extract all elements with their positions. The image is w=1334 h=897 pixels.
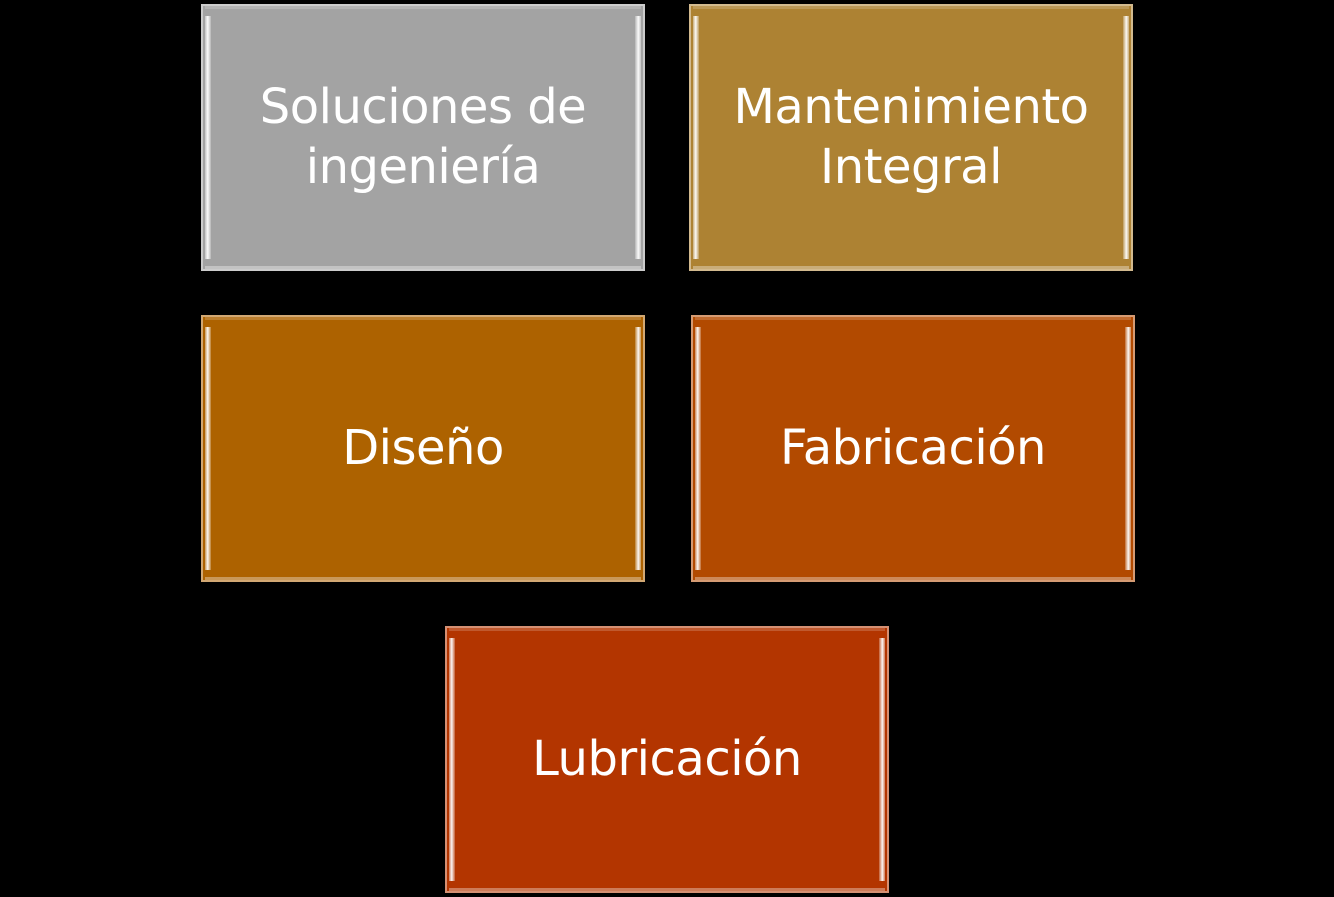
box-label: Mantenimiento Integral [733, 78, 1089, 195]
box-label: Diseño [342, 419, 504, 476]
bevel-top [205, 6, 641, 9]
box-diseno: Diseño [201, 315, 645, 582]
bevel-top [695, 317, 1131, 320]
box-fabricacion: Fabricación [691, 315, 1135, 582]
box-lubricacion: Lubricación [445, 626, 889, 893]
box-label: Lubricación [532, 730, 802, 787]
bevel-bottom [449, 888, 885, 891]
bevel-top [449, 628, 885, 631]
bevel-bottom [693, 266, 1129, 269]
box-soluciones-de-ingenieria: Soluciones de ingeniería [201, 4, 645, 271]
box-mantenimiento-integral: Mantenimiento Integral [689, 4, 1133, 271]
box-label: Soluciones de ingeniería [259, 78, 587, 195]
bevel-bottom [205, 266, 641, 269]
bevel-top [693, 6, 1129, 9]
bevel-bottom [205, 577, 641, 580]
box-label: Fabricación [780, 419, 1046, 476]
bevel-top [205, 317, 641, 320]
bevel-bottom [695, 577, 1131, 580]
